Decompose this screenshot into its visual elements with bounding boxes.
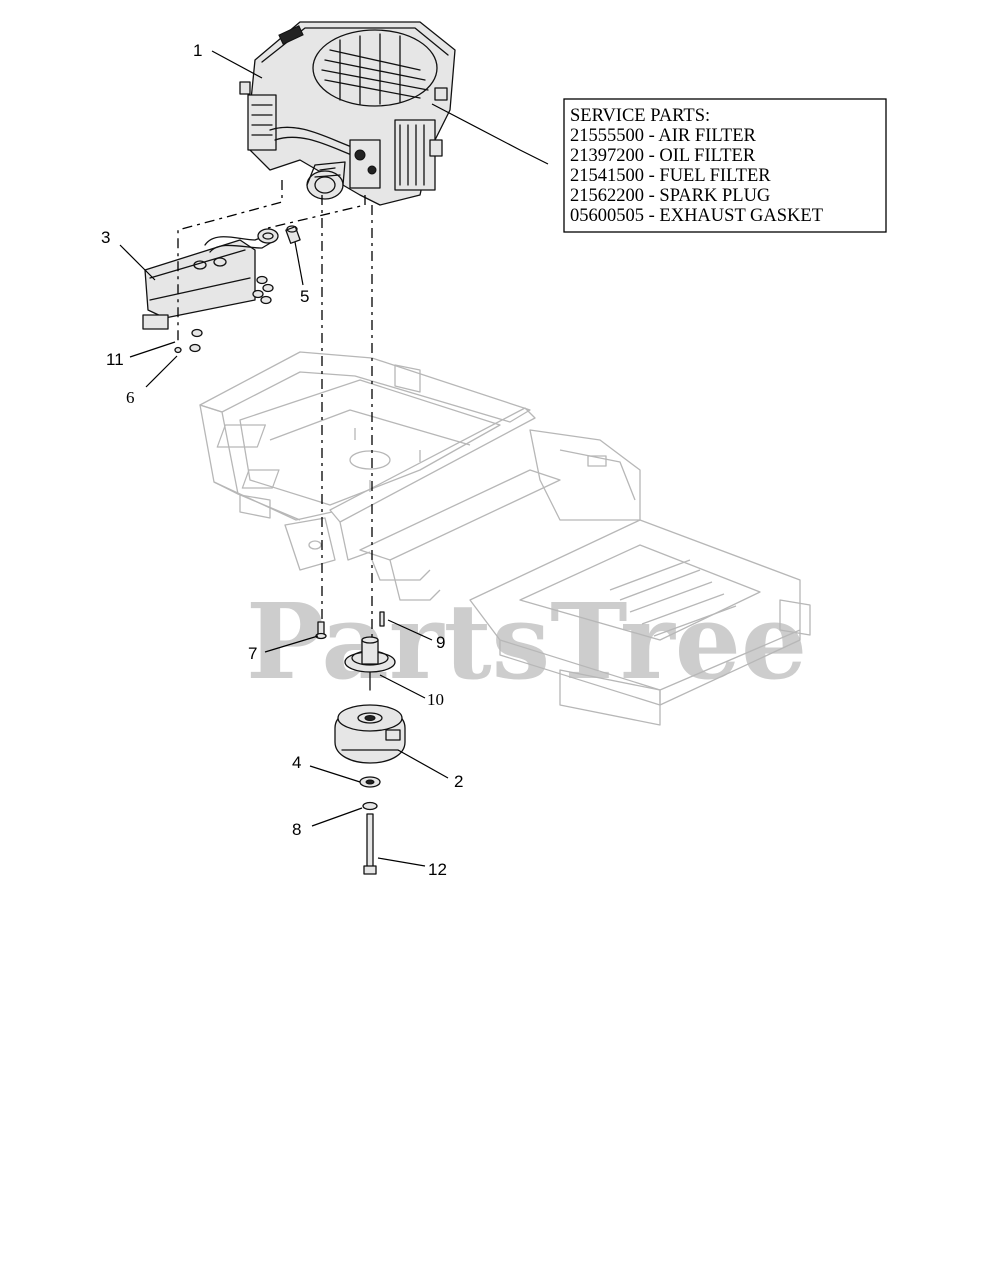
electric-clutch [334,704,406,764]
service-part-fuel-filter: 21541500 - FUEL FILTER [570,166,771,186]
callout-leaders [119,50,549,867]
pulley-spacer [344,636,396,691]
service-parts-box: SERVICE PARTS: 21555500 - AIR FILTER 213… [563,98,887,233]
service-part-spark-plug: 21562200 - SPARK PLUG [570,186,770,206]
callout-12: 12 [428,860,447,879]
callout-5: 5 [300,287,309,306]
clutch-bolt [363,813,377,875]
engine [239,21,456,206]
callout-8: 8 [292,820,301,839]
callout-4: 4 [292,753,301,772]
service-part-exhaust-gasket: 05600505 - EXHAUST GASKET [570,206,823,226]
service-part-oil-filter: 21397200 - OIL FILTER [570,146,756,166]
callout-1: 1 [193,41,202,60]
mower-frame [199,351,811,726]
callout-10: 10 [427,690,444,709]
callout-9: 9 [436,633,445,652]
spark-plug [285,225,301,244]
callout-6: 6 [126,388,135,407]
assembly-lines [177,180,373,640]
callout-2: 2 [454,772,463,791]
shaft-key [379,611,385,627]
lock-washer [362,801,378,811]
callout-11: 11 [106,350,124,369]
service-part-air-filter: 21555500 - AIR FILTER [570,126,757,146]
watermark: PartsTree [246,580,807,703]
service-parts-border [563,98,887,233]
callout-7: 7 [248,644,257,663]
oil-filter [306,161,346,200]
service-parts-title: SERVICE PARTS: [570,106,710,126]
callout-3: 3 [101,228,110,247]
muffler [142,228,279,330]
engine-grille [321,33,429,105]
muffler-nuts [174,275,274,354]
engine-bolt [315,621,327,640]
